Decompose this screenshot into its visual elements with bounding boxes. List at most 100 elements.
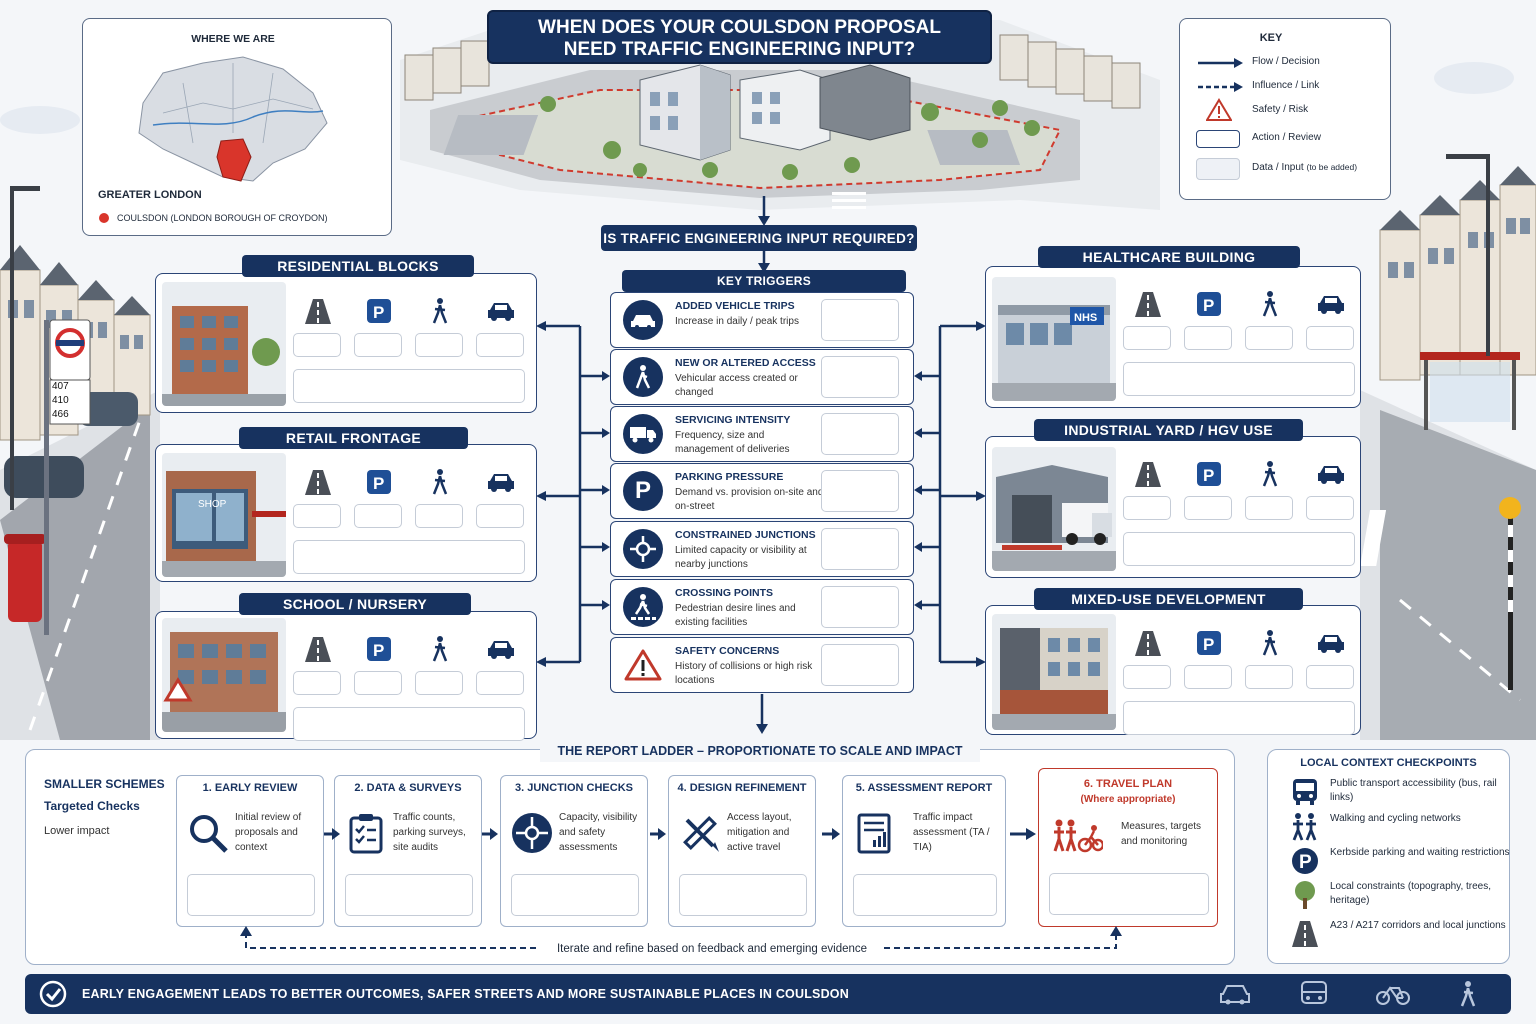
clipboard-icon (349, 814, 383, 854)
road-icon (295, 295, 341, 327)
ladder-side-title: SMALLER SCHEMES (44, 777, 165, 791)
pedestrian-icon (1460, 981, 1476, 1007)
dev-input-box[interactable] (1184, 496, 1232, 520)
step-input-box[interactable] (679, 874, 807, 916)
dev-notes-box[interactable] (1123, 362, 1355, 396)
people-cycling-icon (1053, 819, 1103, 853)
dev-notes-box[interactable] (1123, 532, 1355, 566)
step-desc: Initial review of proposals and context (235, 812, 302, 853)
step-title: 3. JUNCTION CHECKS (515, 782, 633, 794)
dev-input-box[interactable] (415, 504, 463, 528)
road-icon (295, 633, 341, 665)
dev-panel-mixed-use (985, 605, 1361, 735)
trigger-servicing-intensity: SERVICING INTENSITY Frequency, size and … (610, 406, 914, 462)
iterate-dashed-arrow (240, 926, 1122, 949)
trigger-input-box[interactable] (821, 586, 899, 628)
context-text: A23 / A217 corridors and local junctions (1330, 920, 1506, 931)
coulsdon-legend-label: COULSDON (LONDON BOROUGH OF CROYDON) (117, 213, 328, 223)
dev-notes-box[interactable] (293, 540, 525, 574)
warning-icon (1206, 98, 1232, 121)
coulsdon-marker-icon (99, 213, 109, 223)
dev-label-retail: RETAIL FRONTAGE (239, 427, 468, 449)
dev-input-box[interactable] (293, 504, 341, 528)
triggers-heading: KEY TRIGGERS (622, 270, 906, 292)
trigger-desc: Limited capacity or visibility at nearby… (675, 545, 807, 570)
trigger-input-box[interactable] (821, 470, 899, 512)
bicycle-icon (1376, 986, 1410, 1005)
warning-icon (623, 645, 663, 685)
key-influence-label: Influence / Link (1252, 80, 1320, 91)
footer-banner: EARLY ENGAGEMENT LEADS TO BETTER OUTCOME… (25, 974, 1511, 1014)
dev-input-box[interactable] (354, 504, 402, 528)
dev-label-residential: RESIDENTIAL BLOCKS (242, 255, 474, 277)
bus-route: 410 (52, 395, 69, 406)
dev-input-box[interactable] (1245, 496, 1293, 520)
car-icon (1220, 985, 1250, 1005)
trigger-input-box[interactable] (821, 644, 899, 686)
svg-text:P: P (1203, 296, 1214, 315)
road-icon (1292, 921, 1318, 947)
dev-label-industrial: INDUSTRIAL YARD / HGV USE (1034, 419, 1303, 441)
title-line-2: NEED TRAFFIC ENGINEERING INPUT? (563, 39, 916, 60)
trigger-desc: Vehicular access created or changed (675, 373, 798, 398)
dev-input-box[interactable] (354, 671, 402, 695)
context-text: Walking and cycling networks (1330, 813, 1461, 824)
dev-input-box[interactable] (1245, 665, 1293, 689)
dev-input-box[interactable] (1306, 665, 1354, 689)
dev-input-box[interactable] (293, 333, 341, 357)
trigger-input-box[interactable] (821, 528, 899, 570)
trigger-desc: Frequency, size and management of delive… (675, 430, 790, 455)
context-text: Kerbside parking and waiting restriction… (1330, 847, 1510, 858)
key-action: Action / Review (1196, 128, 1376, 150)
dev-input-box[interactable] (1184, 326, 1232, 350)
dev-input-box[interactable] (1306, 496, 1354, 520)
bus-route: 407 (52, 381, 69, 392)
step-title: 2. DATA & SURVEYS (354, 782, 462, 794)
parking-icon: P (356, 466, 402, 498)
step-input-box[interactable] (853, 874, 997, 916)
dev-input-box[interactable] (293, 671, 341, 695)
ladder-step-early-review: 1. EARLY REVIEW Initial review of propos… (176, 775, 324, 927)
svg-text:P: P (1203, 635, 1214, 654)
dev-notes-box[interactable] (1123, 701, 1355, 735)
trigger-new-access: NEW OR ALTERED ACCESS Vehicular access c… (610, 349, 914, 405)
bus-stop-routes: 407 410 466 (52, 380, 90, 422)
step-title: 4. DESIGN REFINEMENT (677, 782, 807, 794)
trigger-title: CROSSING POINTS (675, 587, 774, 599)
road-icon (295, 466, 341, 498)
trigger-desc: Demand vs. provision on-site and on-stre… (675, 487, 824, 512)
trigger-input-box[interactable] (821, 299, 899, 341)
dev-input-box[interactable] (1184, 665, 1232, 689)
dev-input-box[interactable] (1245, 326, 1293, 350)
step-input-box[interactable] (187, 874, 315, 916)
parking-icon: P (356, 295, 402, 327)
dev-notes-box[interactable] (293, 369, 525, 403)
context-text: Local constraints (topography, trees, he… (1330, 881, 1492, 906)
step-input-box[interactable] (511, 874, 639, 916)
key-influence: Influence / Link (1196, 76, 1376, 98)
trigger-input-box[interactable] (821, 356, 899, 398)
bus-icon (1301, 981, 1327, 1004)
dev-input-box[interactable] (415, 671, 463, 695)
dev-input-box[interactable] (476, 333, 524, 357)
dev-input-box[interactable] (354, 333, 402, 357)
dev-input-box[interactable] (476, 504, 524, 528)
trigger-title: SAFETY CONCERNS (675, 645, 780, 657)
dev-input-box[interactable] (1306, 326, 1354, 350)
dev-input-box[interactable] (415, 333, 463, 357)
dev-notes-box[interactable] (293, 707, 525, 741)
car-icon (478, 295, 524, 327)
dev-input-box[interactable] (1123, 665, 1171, 689)
nhs-sign: NHS (1074, 312, 1097, 324)
local-context-heading: LOCAL CONTEXT CHECKPOINTS (1300, 757, 1477, 769)
pedestrian-icon (1247, 627, 1293, 659)
trigger-added-vehicle-trips: ADDED VEHICLE TRIPS Increase in daily / … (610, 292, 914, 348)
dev-input-box[interactable] (1123, 326, 1171, 350)
crossing-icon (623, 587, 663, 627)
dev-input-box[interactable] (1123, 496, 1171, 520)
step-input-box[interactable] (345, 874, 473, 916)
step-input-box[interactable] (1049, 873, 1209, 915)
dev-input-box[interactable] (476, 671, 524, 695)
pedestrian-icon (1247, 458, 1293, 490)
trigger-input-box[interactable] (821, 413, 899, 455)
